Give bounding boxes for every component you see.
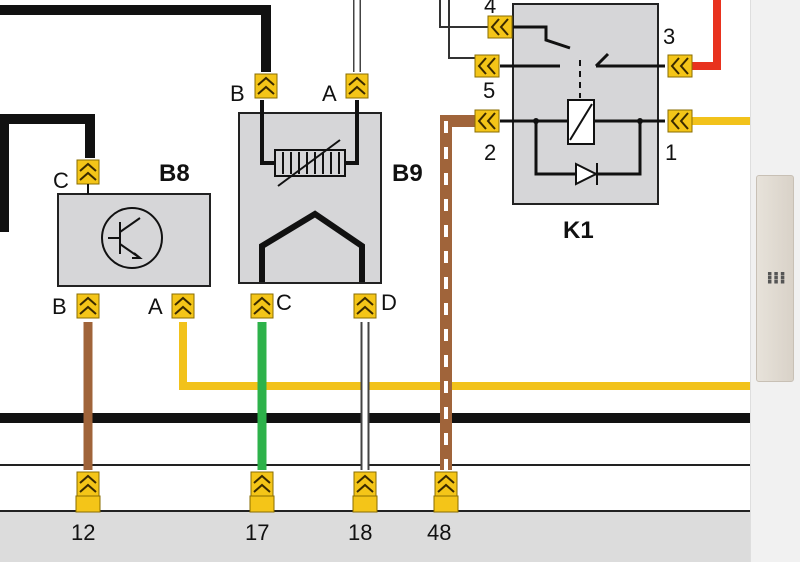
b9-pin-b-label: B [230, 81, 245, 106]
terminal-18-label: 18 [348, 520, 372, 545]
terminal-17-connector [250, 471, 274, 497]
scrollbar-thumb[interactable]: ▪▪▪▪▪▪▪▪▪ [756, 175, 794, 382]
b9-pin-d-connector [353, 293, 377, 319]
terminal-48-label: 48 [427, 520, 451, 545]
footer-bar [0, 512, 750, 562]
component-b9 [238, 73, 382, 319]
vertical-scrollbar[interactable]: ▪▪▪▪▪▪▪▪▪ [750, 0, 800, 562]
b9-label: B9 [392, 160, 423, 187]
heater-element-icon [274, 149, 346, 177]
b8-pin-c-connector [76, 159, 100, 185]
wire-k1-pin4 [439, 0, 490, 28]
wire-k1-pin5 [448, 0, 475, 59]
k1-pin4-label: 4 [484, 0, 496, 18]
b9-pin-c-label: C [276, 290, 292, 315]
terminal-12-label: 12 [71, 520, 95, 545]
k1-label: K1 [563, 217, 594, 244]
sensor-element-icon [259, 210, 365, 282]
yellow-wire-b8-a [179, 322, 750, 390]
k1-pin3-connector [667, 54, 693, 78]
k1-pin5-label: 5 [483, 78, 495, 103]
transistor-symbol-icon [101, 207, 163, 269]
terminal-18-connector [353, 471, 377, 497]
b8-pin-b-connector [76, 293, 100, 319]
b8-pin-b-label: B [52, 294, 67, 319]
b8-pin-a-label: A [148, 294, 163, 319]
terminal-48-connector [434, 471, 458, 497]
k1-pin3-label: 3 [663, 24, 675, 49]
b9-pin-a-label: A [322, 81, 337, 106]
k1-pin5-connector [474, 54, 500, 78]
k1-pin1-connector [667, 109, 693, 133]
black-wire-b9-b [0, 5, 271, 72]
b8-pin-a-connector [171, 293, 195, 319]
b9-pin-c-connector [250, 293, 274, 319]
wiring-diagram: B8 B9 K1 C B A B A C D 4 3 5 2 1 12 17 1… [0, 0, 750, 562]
b9-pin-b-connector [254, 73, 278, 99]
k1-pin1-label: 1 [665, 140, 677, 165]
k1-pin2-label: 2 [484, 140, 496, 165]
k1-pin4-connector [487, 15, 513, 39]
b9-pin-a-connector [345, 73, 369, 99]
k1-pin2-connector [474, 109, 500, 133]
diode-icon [575, 162, 599, 186]
black-wire-b8-c [0, 114, 95, 158]
terminal-12-connector [76, 471, 100, 497]
b8-pin-c-label: C [53, 168, 69, 193]
b9-pin-d-label: D [381, 290, 397, 315]
b8-label: B8 [159, 160, 190, 187]
component-k1 [474, 3, 693, 205]
component-b8 [57, 159, 211, 319]
grip-icon: ▪▪▪▪▪▪▪▪▪ [767, 269, 787, 287]
terminal-17-label: 17 [245, 520, 269, 545]
